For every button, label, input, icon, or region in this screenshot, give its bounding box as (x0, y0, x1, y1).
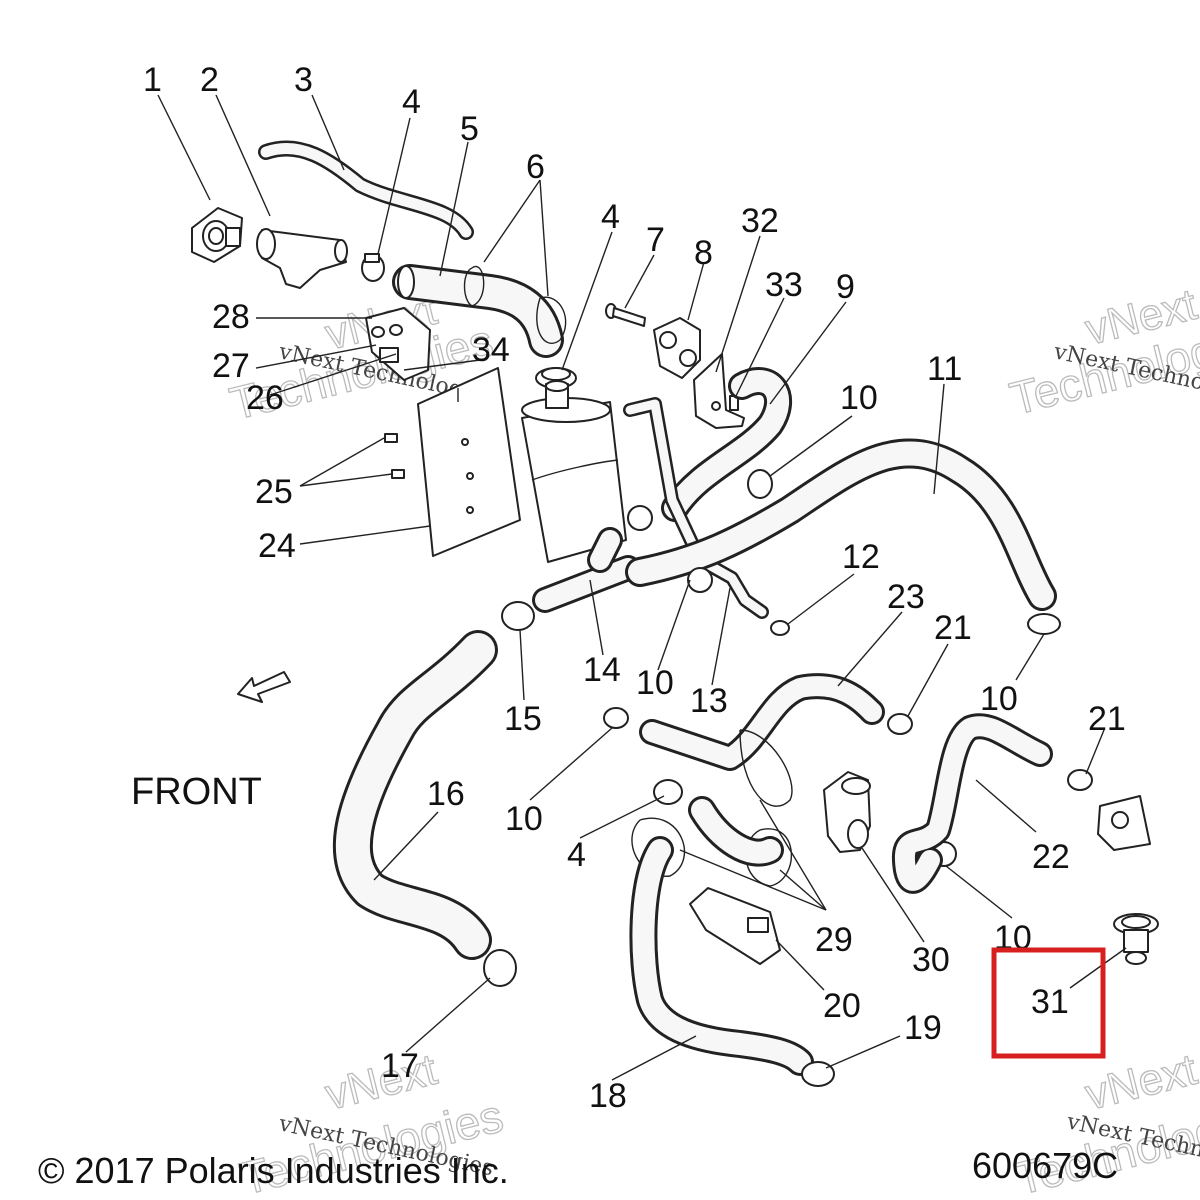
callout-34[interactable]: 34 (472, 331, 510, 369)
part-24-heat-shield (417, 367, 521, 557)
callout-33[interactable]: 33 (765, 266, 803, 304)
part-1-flange (191, 207, 243, 263)
callout-1[interactable]: 1 (143, 61, 162, 99)
copyright-text: © 2017 Polaris Industries Inc. (38, 1150, 509, 1191)
callout-15[interactable]: 15 (504, 700, 542, 738)
front-direction-arrow (237, 671, 291, 703)
leader-lines (157, 94, 1127, 1081)
part-31-thermostat (1113, 913, 1159, 965)
part-15-clamp (501, 601, 535, 631)
callout-19[interactable]: 19 (904, 1009, 942, 1047)
callout-18[interactable]: 18 (589, 1077, 627, 1115)
part-4-clamp-lower (653, 779, 683, 805)
part-23-y-hose (639, 673, 885, 771)
callout-7[interactable]: 7 (646, 221, 665, 259)
callout-13[interactable]: 13 (690, 682, 728, 720)
part-17-clamp (483, 949, 517, 987)
part-6-spring-clamps (463, 265, 567, 344)
callout-6[interactable]: 6 (526, 148, 545, 186)
part-25-screws (384, 433, 405, 479)
part-21-clamps (887, 713, 1093, 791)
callout-26[interactable]: 26 (246, 379, 284, 417)
front-label: FRONT (131, 771, 262, 813)
part-8-bracket (653, 317, 701, 379)
callout-24[interactable]: 24 (258, 527, 296, 565)
callout-25[interactable]: 25 (255, 473, 293, 511)
callout-10[interactable]: 10 (980, 680, 1018, 718)
callout-10[interactable]: 10 (840, 379, 878, 417)
callout-29[interactable]: 29 (815, 921, 853, 959)
callout-31[interactable]: 31 (1031, 983, 1069, 1021)
callout-32[interactable]: 32 (741, 202, 779, 240)
part-10-clamps (603, 469, 1061, 867)
callout-4[interactable]: 4 (601, 198, 620, 236)
part-7-bolt (605, 303, 646, 327)
part-32-mount-bracket (693, 353, 745, 429)
part-30-elbow (823, 771, 871, 853)
part-18-lower-hose (629, 796, 814, 1076)
callout-22[interactable]: 22 (1032, 838, 1070, 876)
part-19-clamp (801, 1061, 835, 1087)
part-2-filler-neck (256, 228, 348, 289)
callout-30[interactable]: 30 (912, 941, 950, 979)
callout-16[interactable]: 16 (427, 775, 465, 813)
callout-11[interactable]: 11 (927, 350, 962, 388)
callout-20[interactable]: 20 (823, 987, 861, 1025)
callout-10[interactable]: 10 (505, 800, 543, 838)
callout-14[interactable]: 14 (583, 651, 621, 689)
callout-8[interactable]: 8 (694, 234, 713, 272)
callout-4[interactable]: 4 (402, 83, 421, 121)
part-5-upper-hose (392, 264, 564, 358)
parts-layer (191, 140, 1159, 1087)
callout-23[interactable]: 23 (887, 578, 925, 616)
part-14-t-fitting (532, 527, 641, 613)
callout-5[interactable]: 5 (460, 110, 479, 148)
callout-labels: 1 2 3 4 5 6 4 7 8 32 33 9 28 27 34 26 11… (143, 61, 1126, 1115)
part-reservoir-bottle (521, 380, 627, 563)
part-28-bracket (365, 307, 431, 381)
part-3-overflow-hose (258, 140, 474, 240)
part-thermostat-housing (1097, 795, 1151, 851)
callout-21[interactable]: 21 (934, 609, 972, 647)
callout-9[interactable]: 9 (836, 268, 855, 306)
callout-27[interactable]: 27 (212, 347, 250, 385)
part-11-long-hose (625, 438, 1057, 611)
part-9-hose (661, 367, 793, 522)
callout-3[interactable]: 3 (294, 61, 313, 99)
part-20-bracket (689, 887, 781, 965)
callout-4[interactable]: 4 (567, 836, 586, 874)
diagram-id: 600679C (972, 1145, 1118, 1186)
callout-21[interactable]: 21 (1088, 700, 1126, 738)
callout-28[interactable]: 28 (212, 298, 250, 336)
highlight-box-part-31 (991, 947, 1106, 1059)
part-12-cap (770, 620, 790, 636)
callout-17[interactable]: 17 (381, 1047, 419, 1085)
callout-2[interactable]: 2 (200, 61, 219, 99)
callout-12[interactable]: 12 (842, 538, 880, 576)
part-16-lower-hose (332, 630, 498, 960)
callout-10[interactable]: 10 (636, 664, 674, 702)
part-22-s-hose (891, 713, 1053, 894)
part-4-clamp-top (361, 253, 385, 282)
